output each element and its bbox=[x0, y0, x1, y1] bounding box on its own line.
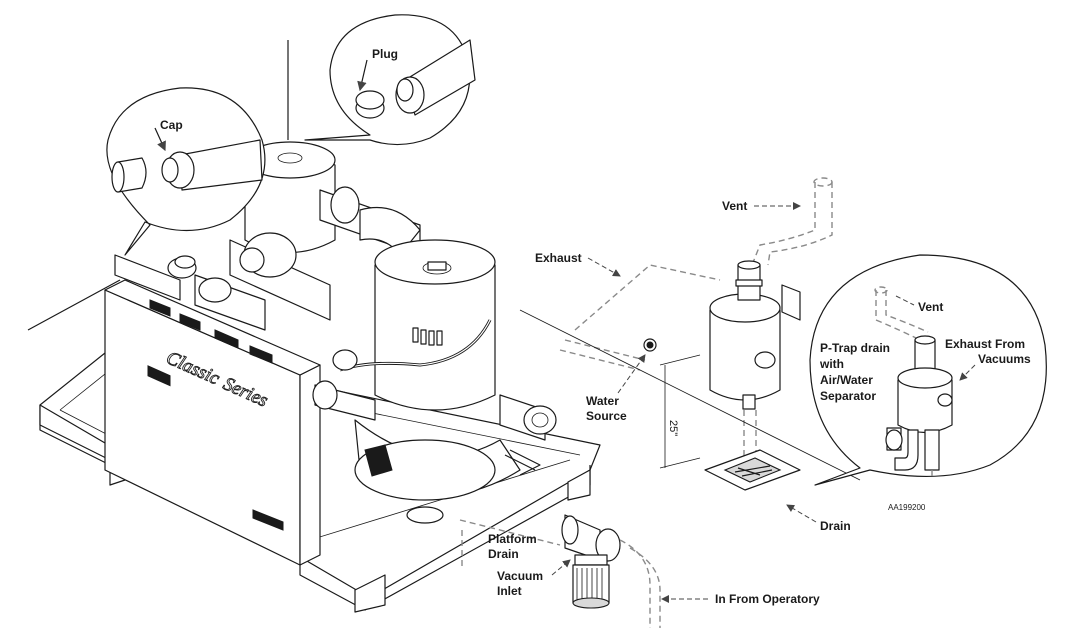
dimension-label: 25" bbox=[667, 420, 679, 436]
ptrap-label-line3: Air/Water bbox=[820, 373, 873, 387]
figure-code: AA199200 bbox=[888, 503, 926, 512]
plug-label: Plug bbox=[372, 47, 398, 61]
platform-drain-label-line2: Drain bbox=[488, 547, 519, 561]
switch-c bbox=[214, 329, 239, 349]
cap-callout: Cap bbox=[27, 87, 266, 331]
ptrap-callout: Vent P-Trap drain with Air/Water Separat… bbox=[809, 254, 1047, 486]
vent-detail-label: Vent bbox=[918, 300, 943, 314]
ptrap-label-line2: with bbox=[819, 357, 844, 371]
plug-callout: Plug bbox=[287, 14, 476, 146]
leader-labels: Vent Exhaust Water Source Drain Platform… bbox=[488, 199, 851, 606]
motor-pump-assembly bbox=[114, 141, 557, 524]
control-cabinet: Classic Series bbox=[104, 279, 321, 566]
exhaust-from-label-line1: Exhaust From bbox=[945, 337, 1025, 351]
switch-d bbox=[249, 345, 273, 364]
water-source-label-line1: Water bbox=[586, 394, 619, 408]
ptrap-label-line4: Separator bbox=[820, 389, 876, 403]
water-source-label-line2: Source bbox=[586, 409, 627, 423]
exhaust-label: Exhaust bbox=[535, 251, 582, 265]
vent-top-label: Vent bbox=[722, 199, 747, 213]
platform-drain-label-line1: Platform bbox=[488, 532, 537, 546]
switch-1 bbox=[147, 365, 171, 387]
cap-label: Cap bbox=[160, 118, 183, 132]
switch-b bbox=[179, 313, 201, 331]
vacuum-inlet-label-line2: Inlet bbox=[497, 584, 522, 598]
exhaust-separator: 25" bbox=[519, 177, 861, 491]
exhaust-from-label-line2: Vacuums bbox=[978, 352, 1031, 366]
valve-body bbox=[364, 444, 393, 477]
ptrap-label-line1: P-Trap drain bbox=[820, 341, 890, 355]
vacuum-inlet-label-line1: Vacuum bbox=[497, 569, 543, 583]
vacuum-inlet bbox=[459, 514, 661, 628]
in-from-operatory-label: In From Operatory bbox=[715, 592, 820, 606]
drain-label: Drain bbox=[820, 519, 851, 533]
switch-a bbox=[149, 299, 171, 317]
badge-plate bbox=[252, 509, 284, 531]
